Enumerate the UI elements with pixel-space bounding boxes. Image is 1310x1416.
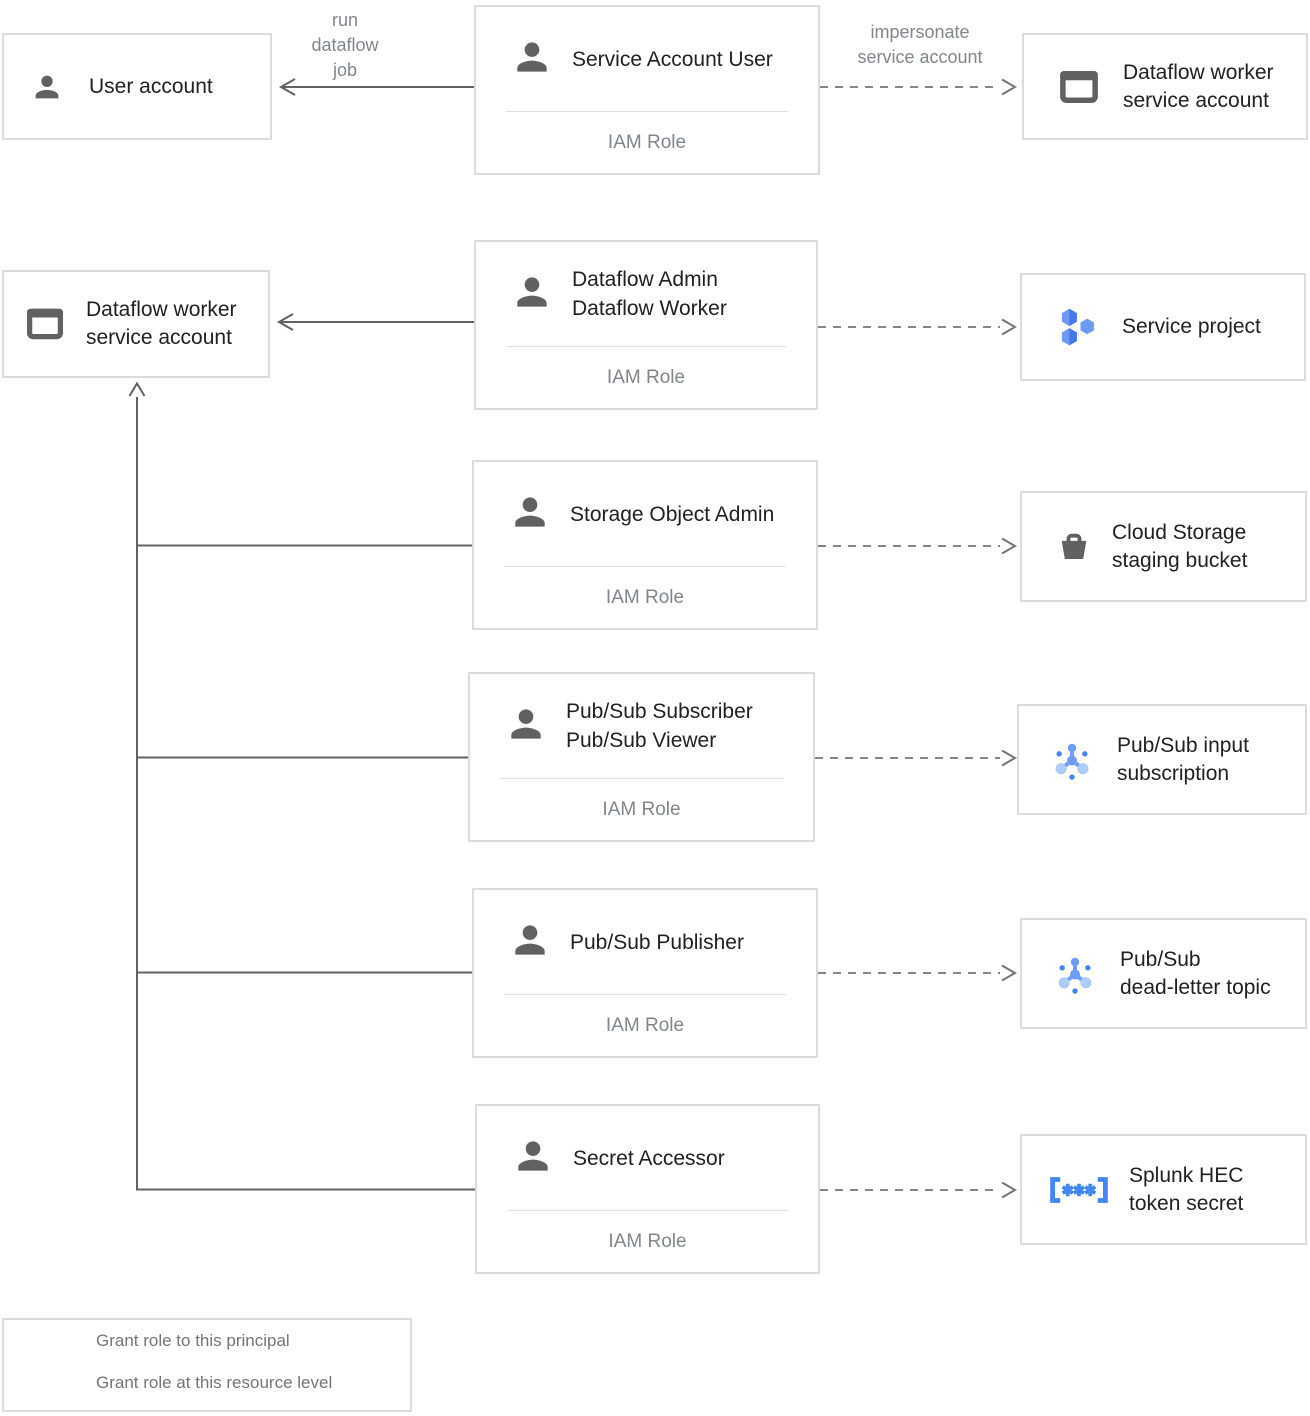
divider	[506, 346, 786, 347]
node-label: Pub/Sub dead-letter topic	[1120, 947, 1271, 999]
pubsub-icon	[1049, 737, 1095, 783]
node-label: Service project	[1122, 315, 1261, 338]
node-user-account: User account	[2, 33, 272, 140]
person-icon	[508, 490, 552, 539]
storage-bucket-icon	[1054, 527, 1094, 567]
legend-dashed-label: Grant role at this resource level	[96, 1373, 333, 1392]
person-icon	[508, 918, 552, 967]
trunk-line	[136, 397, 475, 1191]
service-account-icon	[24, 303, 66, 345]
person-icon	[510, 270, 554, 319]
role-box-service-account-user: Service Account User IAM Role	[474, 5, 820, 175]
node-label: Dataflow worker service account	[1123, 60, 1274, 112]
pubsub-icon	[1052, 951, 1098, 997]
role-title: Secret Accessor	[573, 1146, 725, 1170]
role-title: Pub/Sub Publisher	[570, 930, 744, 954]
node-label: Dataflow worker service account	[86, 298, 237, 349]
node-pubsub-dead-letter-topic: Pub/Sub dead-letter topic	[1020, 918, 1307, 1029]
node-cloud-storage-staging-bucket: Cloud Storage staging bucket	[1020, 491, 1307, 602]
role-title: Pub/Sub Subscriber Pub/Sub Viewer	[566, 700, 753, 752]
person-icon	[511, 1134, 555, 1183]
node-dataflow-worker-sa-left: Dataflow worker service account	[2, 270, 270, 378]
role-subtitle: IAM Role	[607, 131, 687, 153]
divider	[506, 111, 788, 112]
role-subtitle: IAM Role	[602, 798, 681, 820]
node-label: Cloud Storage staging bucket	[1112, 520, 1248, 572]
person-icon	[510, 35, 554, 84]
service-account-icon	[1057, 65, 1101, 109]
role-box-pubsub-subscriber-viewer: Pub/Sub Subscriber Pub/Sub Viewer IAM Ro…	[468, 672, 815, 842]
role-box-secret-accessor: Secret Accessor IAM Role	[475, 1104, 820, 1274]
edge-label-run-dataflow-job: run dataflow job	[311, 10, 379, 80]
node-splunk-hec-token-secret: Splunk HEC token secret	[1020, 1134, 1307, 1245]
node-label: User account	[89, 74, 213, 98]
node-label: Splunk HEC token secret	[1129, 1163, 1244, 1215]
role-subtitle: IAM Role	[608, 1230, 687, 1252]
project-hexagons-icon	[1055, 304, 1101, 350]
divider	[504, 566, 786, 567]
legend	[2, 1318, 412, 1412]
divider	[507, 1210, 788, 1211]
role-subtitle: IAM Role	[606, 366, 686, 388]
node-label: Pub/Sub input subscription	[1117, 733, 1249, 785]
person-icon	[504, 702, 548, 751]
role-title: Storage Object Admin	[570, 502, 775, 526]
role-subtitle: IAM Role	[605, 586, 685, 608]
edge-label-impersonate: impersonate service account	[857, 22, 983, 67]
role-box-pubsub-publisher: Pub/Sub Publisher IAM Role	[472, 888, 818, 1058]
role-title: Dataflow Admin Dataflow Worker	[572, 268, 727, 320]
node-service-project: Service project	[1020, 273, 1306, 381]
role-subtitle: IAM Role	[605, 1014, 685, 1036]
person-icon	[30, 70, 64, 104]
node-pubsub-input-subscription: Pub/Sub input subscription	[1017, 704, 1307, 815]
divider	[500, 778, 783, 779]
role-title: Service Account User	[572, 47, 773, 71]
role-box-storage-object-admin: Storage Object Admin IAM Role	[472, 460, 818, 630]
divider	[504, 994, 786, 995]
role-box-dataflow-admin-worker: Dataflow Admin Dataflow Worker IAM Role	[474, 240, 818, 410]
node-dataflow-worker-sa-right: Dataflow worker service account	[1022, 33, 1308, 140]
legend-solid-label: Grant role to this principal	[96, 1331, 290, 1350]
secret-icon	[1044, 1172, 1114, 1208]
